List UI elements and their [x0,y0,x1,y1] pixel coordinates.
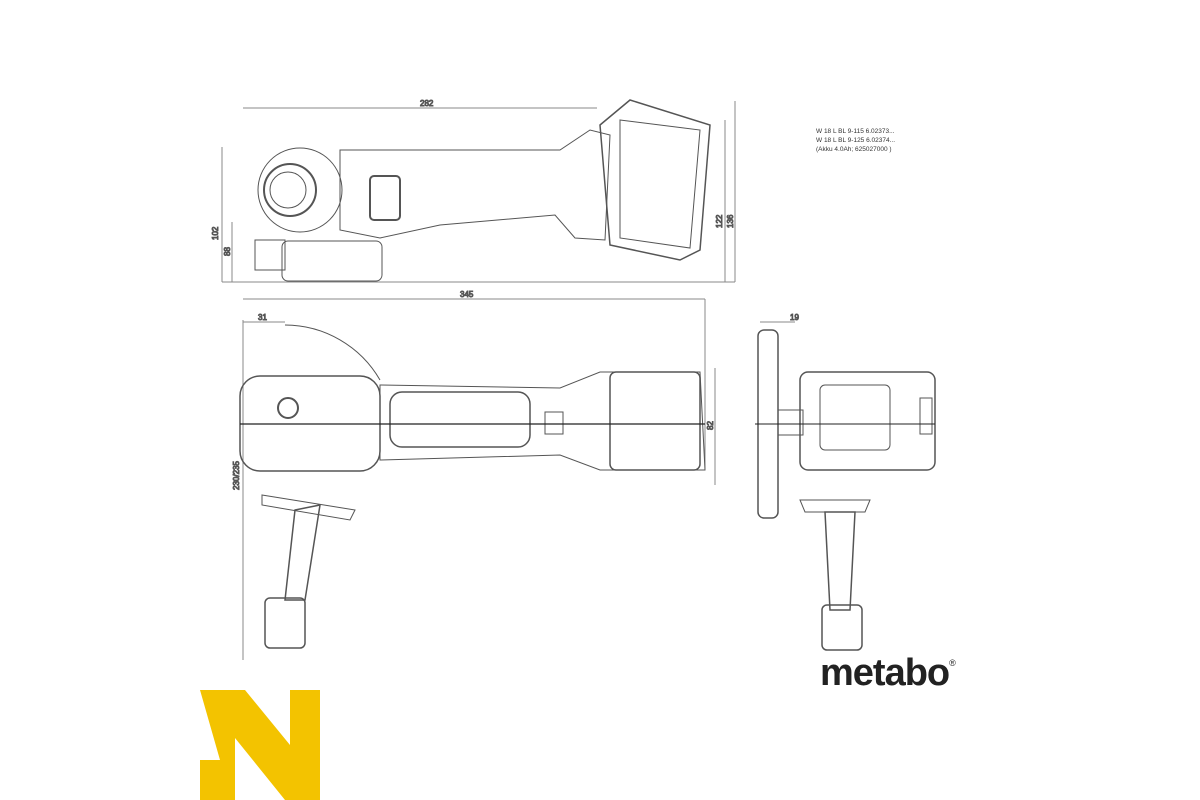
model-line-1: W 18 L BL 9-115 6.02373... [816,128,895,135]
side-view [221,99,736,283]
corner-logo [200,690,320,800]
dim-top-offset: 31 [258,313,267,322]
model-line-3: (Akku 4.0Ah; 625027000 ) [816,146,892,153]
dim-side-length: 282 [420,99,434,108]
registered-mark: ® [949,658,956,668]
top-view [239,298,716,660]
front-view [755,321,936,651]
dim-side-height-right1: 122 [715,214,724,228]
dim-top-length: 345 [460,290,474,299]
dim-top-width: 82 [706,421,715,430]
dim-front-width: 19 [790,313,799,322]
metabo-logo: metabo® [820,652,956,695]
brand-name: metabo [820,652,950,694]
model-line-2: W 18 L BL 9-125 6.02374... [816,137,896,144]
dim-top-height: 230/235 [232,461,241,490]
dim-side-height-head: 88 [223,247,232,256]
dim-side-height-left: 102 [211,226,220,240]
dim-side-height-right2: 136 [726,214,735,228]
